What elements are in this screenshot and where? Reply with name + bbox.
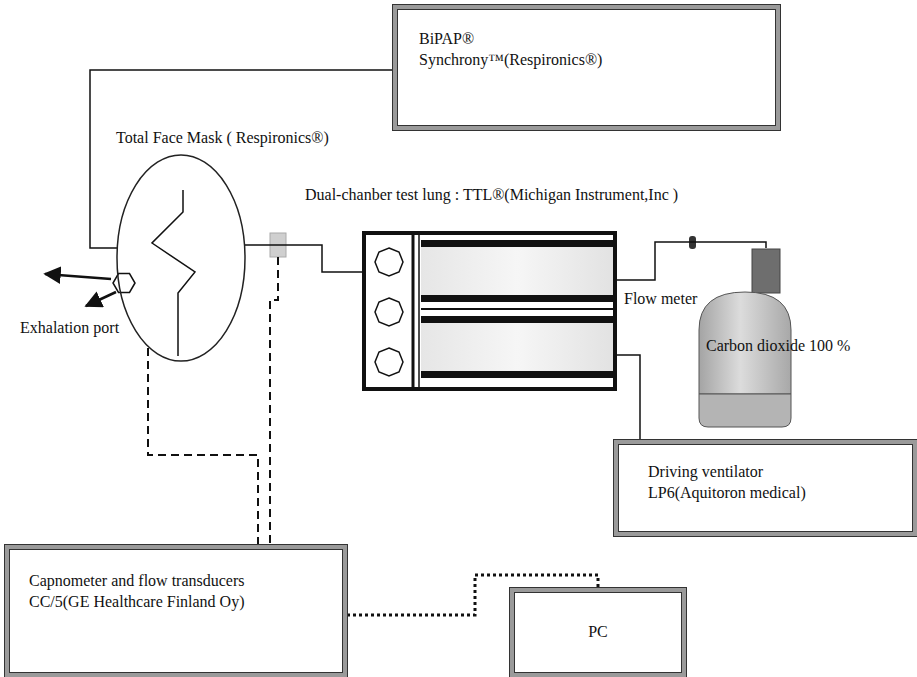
lung-chamber [421, 316, 614, 378]
chamber-plate [421, 240, 614, 247]
chamber-plate [421, 316, 614, 323]
node-label: Dual-chanber test lung : TTL®(Michigan I… [305, 185, 678, 206]
node-label: Carbon dioxide 100 % [706, 336, 850, 357]
cylinder-valve [752, 249, 780, 293]
device-box: PC [510, 588, 686, 677]
node-label: Total Face Mask ( Respironics®) [116, 128, 329, 149]
exhalation-arrow [45, 274, 111, 279]
chamber-plate [421, 371, 614, 378]
box-label: BiPAP® Synchrony™(Respironics®) [419, 29, 624, 71]
chamber-plate [421, 295, 614, 302]
box-label: Capnometer and flow transducers CC/5(GE … [29, 571, 299, 613]
cylinder-body [699, 292, 791, 394]
tube-connector [90, 70, 393, 248]
mask-outline [117, 155, 245, 361]
lung-valve [375, 248, 403, 276]
exhalation-port [113, 274, 135, 293]
data-cable [347, 575, 598, 615]
device-box: Capnometer and flow transducers CC/5(GE … [5, 545, 347, 677]
gas-cylinder: Carbon dioxide 100 % [690, 248, 890, 430]
part-label: Exhalation port [18, 318, 121, 337]
lung-chamber [421, 240, 614, 302]
face-mask: Total Face Mask ( Respironics®) [108, 128, 338, 364]
label-holder: Flow meter [622, 289, 699, 308]
lung-divider [412, 233, 415, 389]
cylinder-base [699, 394, 791, 427]
tube-connector [617, 242, 766, 280]
gas-cylinder [698, 248, 792, 428]
lung-valve [375, 348, 403, 376]
label-holder: Exhalation port [18, 318, 121, 337]
mask-outline [116, 154, 246, 362]
device-box: Driving ventilator LP6(Aquitoron medical… [614, 440, 917, 536]
sample-line [148, 346, 258, 545]
test-lung-frame [362, 231, 617, 391]
exhalation-arrow [86, 292, 116, 306]
edge-label: Flow meter [622, 289, 699, 308]
sensor-sample-line [270, 257, 278, 545]
chamber-coupling [421, 308, 614, 310]
lung-valve [375, 298, 403, 326]
lung-divider [418, 233, 420, 389]
test-lung: Dual-chanber test lung : TTL®(Michigan I… [300, 185, 720, 393]
device-box: BiPAP® Synchrony™(Respironics®) [393, 5, 780, 130]
mask-profile [152, 190, 195, 356]
box-label: PC [588, 622, 608, 643]
tube-connector [244, 245, 362, 272]
box-label: Driving ventilator LP6(Aquitoron medical… [648, 462, 848, 504]
tube-connector [617, 355, 640, 440]
